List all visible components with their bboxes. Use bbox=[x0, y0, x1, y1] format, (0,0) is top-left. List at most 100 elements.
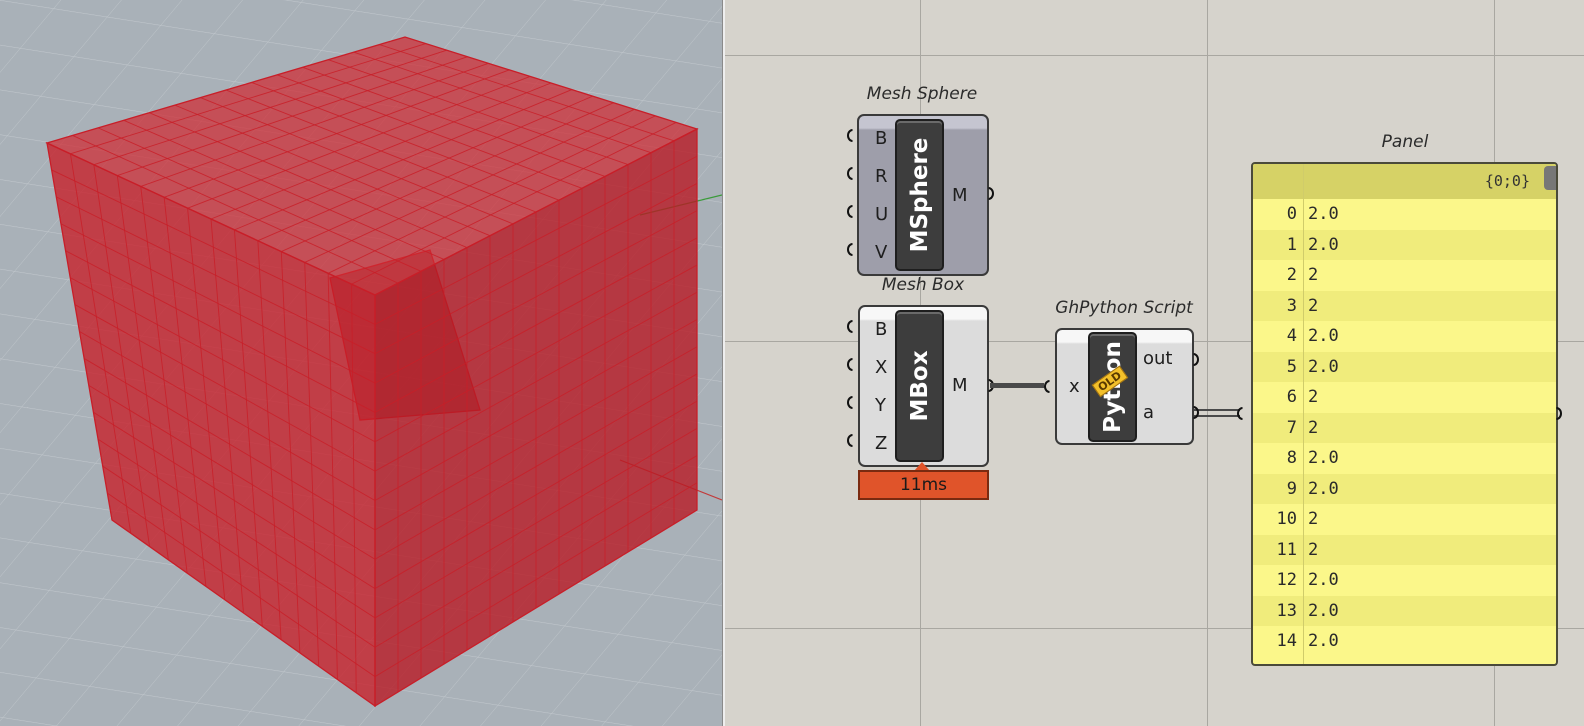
panel-row-value: 2.0 bbox=[1308, 570, 1339, 590]
panel-row-index: 2 bbox=[1286, 265, 1297, 285]
panel-row-value: 2 bbox=[1308, 295, 1319, 316]
mesh-box-preview bbox=[45, 36, 699, 708]
mesh-grid-line bbox=[302, 66, 606, 177]
panel-row-value: 2 bbox=[1308, 265, 1319, 285]
panel-row-value: 2 bbox=[1308, 539, 1319, 560]
mesh-box-x-grip[interactable] bbox=[847, 358, 853, 371]
mesh-box-z-grip[interactable] bbox=[847, 434, 853, 447]
mesh-grid-line bbox=[351, 122, 677, 285]
mesh-box-y-grip[interactable] bbox=[847, 396, 853, 409]
mesh-grid-line bbox=[328, 59, 629, 165]
mesh-sphere-input-v: V bbox=[875, 242, 888, 263]
mesh-grid-line bbox=[233, 229, 263, 627]
mesh-sphere-r-grip[interactable] bbox=[847, 167, 853, 180]
ghpython-title: GhPython Script bbox=[1055, 298, 1193, 318]
mesh-sphere-v-grip[interactable] bbox=[847, 243, 853, 256]
profiler-timer: 11ms bbox=[858, 470, 989, 500]
mesh-grid-line bbox=[257, 240, 282, 640]
panel-row-value: 2.0 bbox=[1308, 204, 1339, 224]
canvas-grid-line bbox=[725, 628, 1584, 629]
panel-index-gutter bbox=[1303, 164, 1304, 664]
mesh-grid-line bbox=[79, 331, 376, 501]
panel-row-index: 7 bbox=[1286, 417, 1297, 438]
ghpython-output-out: out bbox=[1143, 348, 1173, 369]
mesh-grid-line bbox=[327, 115, 656, 274]
mesh-grid-line bbox=[374, 373, 698, 560]
panel-title: Panel bbox=[1381, 132, 1429, 152]
mesh-grid-line bbox=[374, 482, 698, 678]
mesh-sphere-input-r: R bbox=[875, 166, 888, 187]
mesh-grid-line bbox=[374, 427, 698, 619]
panel-input-grip[interactable] bbox=[1237, 407, 1243, 420]
mesh-grid-line bbox=[281, 102, 614, 252]
mesh-grid-line bbox=[234, 89, 573, 231]
mesh-grid-line bbox=[304, 108, 635, 263]
ghpython-a-grip[interactable] bbox=[1193, 406, 1199, 419]
panel-row-value: 2.0 bbox=[1308, 448, 1339, 468]
mesh-grid-line bbox=[379, 44, 675, 142]
mesh-grid-line bbox=[107, 492, 376, 678]
grasshopper-canvas[interactable]: Mesh Sphere B R U V MSphere M Mesh Box B… bbox=[725, 0, 1584, 726]
mesh-grid-line bbox=[304, 262, 320, 667]
mesh-box-title: Mesh Box bbox=[881, 275, 965, 295]
panel-scrollbar[interactable] bbox=[1544, 166, 1556, 190]
mesh-grid-line bbox=[83, 358, 376, 531]
ghpython-x-grip[interactable] bbox=[1044, 380, 1050, 393]
panel-output-grip[interactable] bbox=[1556, 407, 1562, 420]
mesh-sphere-m-grip[interactable] bbox=[988, 187, 994, 200]
rhino-viewport[interactable] bbox=[0, 0, 722, 726]
mesh-grid-line bbox=[257, 95, 593, 242]
panel-header: {0;0} bbox=[1253, 164, 1556, 200]
panel-row-index: 6 bbox=[1286, 387, 1297, 407]
viewport-splitter[interactable] bbox=[722, 0, 725, 726]
mesh-sphere-input-u: U bbox=[875, 204, 889, 225]
ghpython-component[interactable]: x Python OLD out a bbox=[1055, 328, 1194, 445]
mesh-sphere-u-grip[interactable] bbox=[847, 205, 853, 218]
mesh-sphere-nickname: MSphere bbox=[895, 119, 944, 271]
mesh-box-input-y: Y bbox=[875, 395, 886, 416]
wire-mesh-to-python[interactable] bbox=[990, 383, 1044, 388]
ghpython-out-grip[interactable] bbox=[1193, 353, 1199, 366]
profiler-arrow bbox=[914, 462, 930, 471]
panel-row-index: 8 bbox=[1286, 448, 1297, 468]
canvas-grid-line bbox=[725, 55, 1584, 56]
mesh-sphere-input-b: B bbox=[875, 128, 888, 149]
mesh-box-input-x: X bbox=[875, 357, 888, 378]
panel-row-index: 9 bbox=[1286, 478, 1297, 499]
panel-row-value: 2.0 bbox=[1308, 478, 1339, 499]
mesh-box-component[interactable]: B X Y Z MBox M bbox=[858, 305, 989, 467]
wire-python-to-panel[interactable] bbox=[1192, 409, 1240, 411]
mesh-grid-line bbox=[327, 273, 338, 680]
panel-row-value: 2.0 bbox=[1308, 356, 1339, 377]
panel-row-index: 4 bbox=[1286, 326, 1297, 346]
mesh-sphere-b-grip[interactable] bbox=[847, 129, 853, 142]
panel-row-index: 0 bbox=[1286, 204, 1297, 224]
panel-row-index: 10 bbox=[1276, 509, 1297, 529]
panel-data-path: {0;0} bbox=[1484, 172, 1530, 190]
mesh-box-input-b: B bbox=[875, 319, 888, 340]
panel-row-index: 12 bbox=[1276, 570, 1297, 590]
mesh-box-input-z: Z bbox=[875, 433, 888, 454]
mesh-grid-line bbox=[251, 82, 560, 201]
mesh-grid-line bbox=[374, 455, 698, 648]
viewport-scene bbox=[0, 0, 722, 726]
mesh-sphere-output-m: M bbox=[952, 185, 968, 206]
panel-row-index: 14 bbox=[1276, 631, 1297, 651]
mesh-grid-line bbox=[374, 319, 698, 501]
mesh-box-b-grip[interactable] bbox=[847, 320, 853, 333]
mesh-sphere-component[interactable]: B R U V MSphere M bbox=[857, 114, 989, 276]
wire-python-to-panel[interactable] bbox=[1192, 415, 1240, 417]
